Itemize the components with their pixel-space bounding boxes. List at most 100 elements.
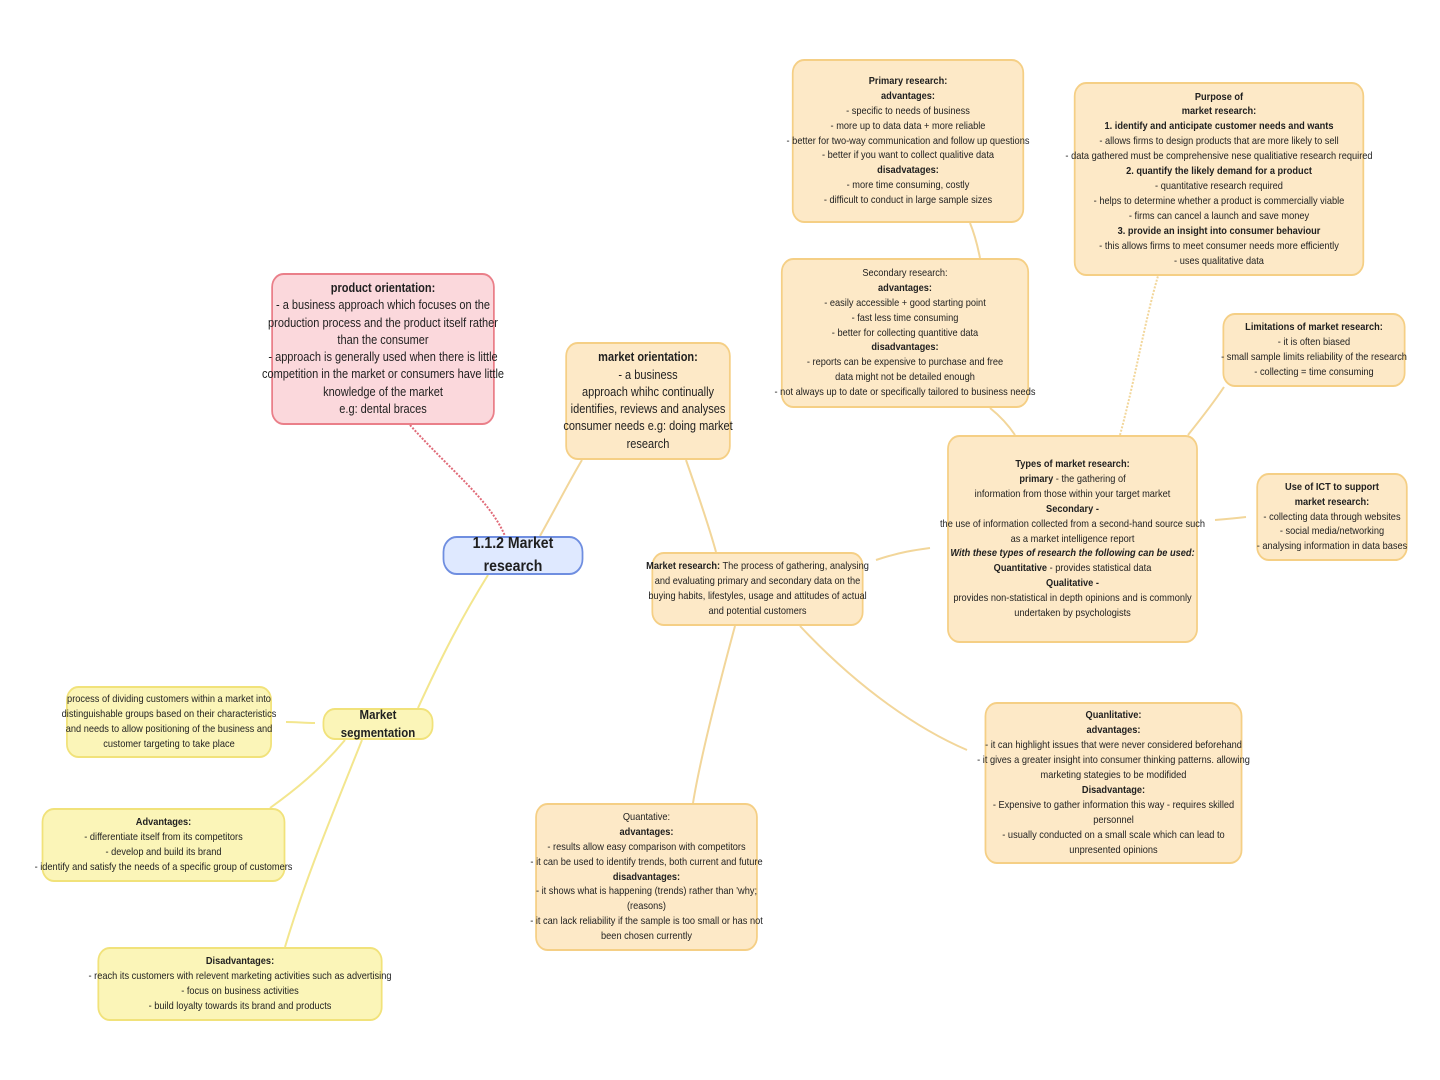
- limitations-node[interactable]: Limitations of market research: - it is o…: [1221, 313, 1407, 387]
- node-line: - a business approach which focuses on t…: [275, 298, 491, 313]
- node-line: - this allows firms to meet consumer nee…: [1099, 239, 1339, 252]
- product-orientation-node[interactable]: product orientation:- a business approac…: [262, 273, 504, 425]
- link-research-qualitative: [799, 625, 968, 751]
- link-central-segmentation: [417, 574, 489, 709]
- link-types-ict: [1214, 516, 1247, 521]
- node-line: provides non-statistical in depth opinio…: [953, 592, 1192, 605]
- node-line: - allows firms to design products that a…: [1099, 135, 1339, 148]
- node-line: information from those within your targe…: [974, 487, 1171, 500]
- node-line: - it can highlight issues that were neve…: [985, 739, 1242, 752]
- link-segmentation-advantages: [269, 739, 346, 809]
- node-line: With these types of research the followi…: [950, 547, 1195, 560]
- segmentation-advantages-node[interactable]: Advantages:- differentiate itself from i…: [35, 808, 292, 882]
- link-segmentation-disadvantages: [284, 739, 363, 948]
- line-part: primary: [1019, 472, 1054, 485]
- node-line: - approach is generally used when there …: [268, 350, 498, 364]
- node-line: Disadvantages:: [205, 955, 275, 968]
- node-line: Quanlitative:: [1085, 709, 1142, 722]
- node-line: and evaluating primary and secondary dat…: [654, 575, 861, 588]
- secondary-research-node[interactable]: Secondary research:advantages:- easily a…: [775, 258, 1035, 408]
- node-line: - more time consuming, costly: [846, 179, 970, 192]
- node-line: process of dividing customers within a m…: [67, 693, 271, 706]
- node-line: research: [626, 436, 670, 451]
- node-line: Quantative:: [622, 810, 671, 823]
- link-types-purpose: [1119, 275, 1159, 436]
- central-topic-node[interactable]: 1.1.2 Market research: [442, 535, 584, 575]
- link-segmentation-definition: [285, 721, 316, 724]
- segmentation-definition-node[interactable]: process of dividing customers within a m…: [62, 686, 276, 758]
- node-line: - collecting data through websites: [1263, 510, 1401, 523]
- node-line: - it shows what is happening (trends) ra…: [535, 885, 758, 898]
- node-line: - firms can cancel a launch and save mon…: [1128, 209, 1310, 222]
- line-part: - the gathering of: [1053, 472, 1126, 485]
- node-line: - specific to needs of business: [846, 104, 970, 117]
- link-types-secondary: [989, 407, 1016, 436]
- node-line: personnel: [1093, 813, 1134, 826]
- node-line: - build loyalty towards its brand and pr…: [148, 999, 332, 1012]
- node-line: competition in the market or consumers h…: [261, 367, 505, 382]
- node-line: market orientation:: [598, 350, 698, 365]
- node-line: Market research: The process of gatherin…: [646, 559, 869, 574]
- node-line: been chosen currently: [601, 930, 692, 943]
- node-line: - quantitative research required: [1155, 180, 1283, 192]
- segmentation-disadvantages-node[interactable]: Disadvantages:- reach its customers with…: [89, 947, 391, 1021]
- node-line: 1. identify and anticipate customer need…: [1104, 120, 1334, 133]
- market-research-definition-node[interactable]: Market research: The process of gatherin…: [646, 552, 869, 626]
- node-line: buying habits, lifestyles, usage and att…: [648, 590, 867, 602]
- qualitative-node[interactable]: Quanlitative: advantages: - it can highlig…: [977, 702, 1250, 864]
- node-line: (reasons): [626, 900, 667, 913]
- link-research-quantitative: [692, 625, 736, 804]
- node-line: - identify and satisfy the needs of a sp…: [34, 860, 293, 873]
- node-line: undertaken by psychologists: [1014, 607, 1131, 620]
- link-secondary-primary: [969, 222, 981, 259]
- node-line: - usually conducted on a small scale whi…: [1002, 828, 1225, 841]
- node-line: 3. provide an insight into consumer beha…: [1117, 224, 1321, 237]
- node-line: - develop and build its brand: [105, 846, 222, 858]
- link-types-limitations: [1187, 386, 1225, 436]
- node-line: - better if you want to collect qualitiv…: [821, 149, 995, 162]
- node-line: - not always up to date or specifically …: [774, 386, 1036, 399]
- line-part: Quantitative: [993, 562, 1048, 575]
- node-line: disadvantages:: [612, 870, 681, 883]
- node-line: - it gives a greater insight into consum…: [977, 754, 1250, 767]
- node-line: - more up to data data + more reliable: [830, 119, 986, 132]
- node-line: Limitations of market research:: [1245, 321, 1383, 334]
- node-line: than the consumer: [337, 332, 429, 347]
- node-line: identifies, reviews and analyses: [570, 402, 726, 416]
- node-line: Secondary -: [1046, 502, 1099, 515]
- node-line: data might not be detailed enough: [835, 371, 975, 384]
- node-line: Qualitative -: [1046, 577, 1099, 590]
- node-line: Disadvantage:: [1081, 784, 1146, 796]
- node-line: as a market intelligence report: [1010, 532, 1135, 545]
- node-line: - social media/networking: [1279, 525, 1385, 538]
- node-line: advantages:: [1086, 724, 1141, 737]
- line-part: Market research:: [646, 560, 721, 573]
- node-line: customer targeting to take place: [103, 737, 235, 750]
- node-line: e.g: dental braces: [339, 401, 427, 416]
- node-line: Secondary research:: [862, 266, 948, 279]
- node-line: and potential customers: [708, 604, 807, 617]
- node-line: Quantitative - provides statistical data: [994, 561, 1152, 576]
- node-line: - it can lack reliability if the sample …: [530, 915, 763, 928]
- node-line: - differentiate itself from its competit…: [84, 831, 243, 844]
- node-line: - reports can be expensive to purchase a…: [806, 356, 1004, 369]
- link-central-market-orientation: [539, 459, 583, 537]
- node-line: unpresented opinions: [1069, 843, 1158, 856]
- types-of-market-research-node[interactable]: Types of market research:primary - the g…: [940, 435, 1205, 643]
- node-line: advantages:: [619, 825, 674, 838]
- node-line: - data gathered must be comprehensive ne…: [1065, 150, 1373, 163]
- node-line: advantages:: [881, 89, 935, 102]
- node-line: primary - the gathering of: [1019, 472, 1125, 487]
- node-line: consumer needs e.g: doing market: [563, 419, 733, 434]
- link-research-types: [875, 547, 931, 561]
- node-line: - it is often biased: [1277, 336, 1351, 349]
- quantitative-node[interactable]: Quantative:advantages:- results allow ea…: [530, 803, 763, 951]
- market-segmentation-node[interactable]: Market segmentation: [322, 707, 434, 740]
- node-line: distinguishable groups based on their ch…: [61, 708, 277, 721]
- primary-research-node[interactable]: Primary research: advantages: - specific t…: [787, 59, 1029, 223]
- node-line: - better for two-way communication and f…: [786, 134, 1030, 147]
- node-line: Primary research:: [868, 74, 948, 87]
